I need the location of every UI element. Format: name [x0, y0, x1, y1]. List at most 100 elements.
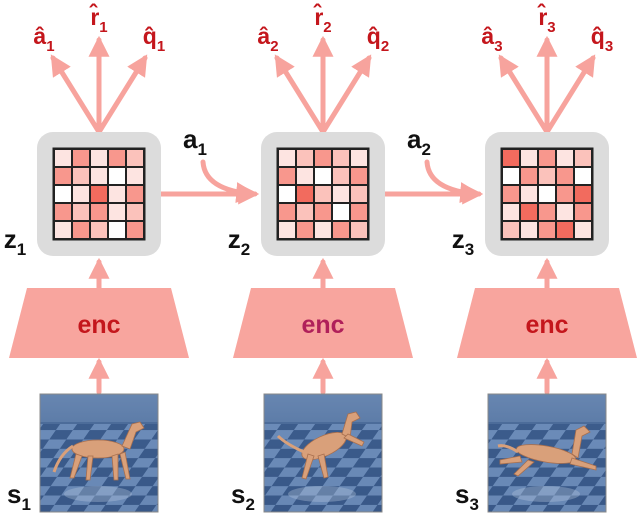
latent-cell: [55, 186, 71, 202]
latent-cell: [557, 222, 573, 238]
latent-label-2-subscript: 2: [241, 240, 250, 259]
latent-cell: [315, 222, 331, 238]
latent-cell: [55, 150, 71, 166]
latent-cell: [109, 204, 125, 220]
latent-cell: [503, 186, 519, 202]
latent-cell: [279, 222, 295, 238]
latent-cell: [333, 204, 349, 220]
latent-cell: [315, 186, 331, 202]
latent-cell: [109, 222, 125, 238]
state-label-1-base: s: [7, 479, 21, 509]
latent-cell: [351, 204, 367, 220]
latent-cell: [55, 204, 71, 220]
connection-arrows: [50, 35, 596, 395]
latent-cell: [521, 186, 537, 202]
latent-cell: [575, 186, 591, 202]
reward-pred-label-3: r̂3: [536, 3, 555, 36]
latent-cell: [297, 222, 313, 238]
latent-cell: [333, 186, 349, 202]
latent-label-3-subscript: 3: [465, 240, 474, 259]
latent-cell: [109, 186, 125, 202]
latent-cell: [351, 168, 367, 184]
dog-simulation-frame-icon: [264, 394, 382, 512]
latent-cell: [503, 150, 519, 166]
action-label-2-base: a: [407, 124, 422, 154]
value-pred-label-2-base: q̂: [367, 23, 381, 49]
state-label-2: s2: [231, 479, 255, 514]
value-pred-label-2-subscript: 2: [381, 38, 389, 55]
latent-label-2: z2: [228, 224, 250, 259]
value-pred-label-3: q̂3: [591, 23, 613, 55]
reward-pred-label-2-subscript: 2: [323, 19, 331, 36]
latent-label-2-base: z: [228, 224, 241, 254]
latent-label-3-base: z: [452, 224, 465, 254]
latent-cell: [315, 204, 331, 220]
encoder-3: [457, 288, 637, 358]
latent-label-1-subscript: 1: [17, 240, 26, 259]
action-label-2: a2: [407, 124, 431, 159]
latent-cell: [315, 168, 331, 184]
value-pred-label-2: q̂2: [367, 23, 389, 55]
action-pred-label-3-subscript: 3: [494, 38, 502, 55]
latent-cell: [521, 204, 537, 220]
dog-simulation-frame-icon: [488, 394, 606, 512]
latent-cell: [315, 150, 331, 166]
arrow-to-action-pred-3: [498, 54, 550, 135]
reward-pred-label-3-subscript: 3: [547, 19, 555, 36]
action-label-2-subscript: 2: [422, 140, 431, 159]
latent-cell: [503, 204, 519, 220]
latent-cell: [73, 204, 89, 220]
latent-label-1-base: z: [4, 224, 17, 254]
latent-cell: [297, 168, 313, 184]
action-pred-label-1-subscript: 1: [46, 38, 54, 55]
state-label-1: s1: [7, 479, 31, 514]
latent-cell: [91, 222, 107, 238]
value-pred-label-1-subscript: 1: [157, 38, 165, 55]
value-pred-label-3-base: q̂: [591, 23, 605, 49]
state-label-3: s3: [455, 479, 479, 514]
reward-pred-label-2-base: r̂: [312, 3, 323, 30]
latent-cell: [127, 222, 143, 238]
action-label-1-base: a: [183, 124, 198, 154]
latent-cell: [351, 186, 367, 202]
latent-cell: [279, 204, 295, 220]
latent-cell: [575, 150, 591, 166]
arrow-to-value-pred-1: [96, 54, 148, 135]
action-pred-label-1-base: â: [33, 23, 46, 49]
latent-cell: [127, 204, 143, 220]
latent-cell: [297, 186, 313, 202]
state-label-3-base: s: [455, 479, 469, 509]
action-label-1-subscript: 1: [198, 140, 207, 159]
latent-cell: [333, 150, 349, 166]
latent-label-1: z1: [4, 224, 26, 259]
latent-cell: [539, 204, 555, 220]
latent-cell: [557, 150, 573, 166]
latent-cell: [351, 150, 367, 166]
latent-cell: [91, 168, 107, 184]
latent-label-3: z3: [452, 224, 474, 259]
latent-cell: [557, 168, 573, 184]
value-pred-label-3-subscript: 3: [605, 38, 613, 55]
latent-cell: [55, 168, 71, 184]
action-pred-label-2-subscript: 2: [270, 38, 278, 55]
latent-cell: [521, 150, 537, 166]
latent-cell: [557, 186, 573, 202]
action-pred-label-3-base: â: [481, 23, 494, 49]
latent-cell: [575, 222, 591, 238]
state-label-2-base: s: [231, 479, 245, 509]
arrow-action-1: [200, 159, 258, 204]
encoder-label-3: enc: [525, 311, 568, 339]
action-pred-label-2: â2: [257, 23, 278, 55]
reward-pred-label-1-base: r̂: [88, 3, 99, 30]
latent-cell: [557, 204, 573, 220]
latent-cell: [351, 222, 367, 238]
latent-cell: [127, 186, 143, 202]
latent-cell: [279, 150, 295, 166]
value-pred-label-1: q̂1: [143, 23, 165, 55]
latent-cell: [91, 186, 107, 202]
action-pred-label-1: â1: [33, 23, 54, 55]
latent-cell: [279, 168, 295, 184]
latent-cell: [539, 222, 555, 238]
